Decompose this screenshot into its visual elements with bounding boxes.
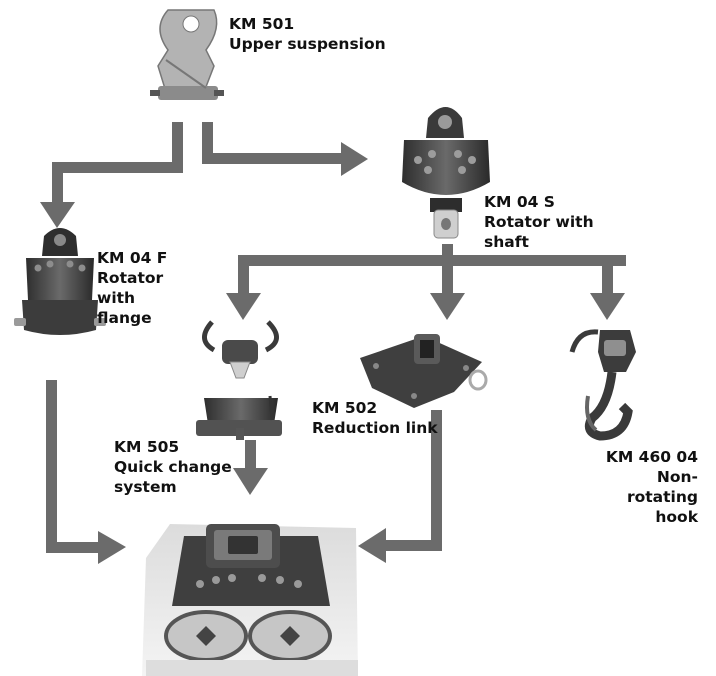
grab-image — [142, 524, 358, 676]
label-hook: KM 460 04 Non- rotating hook — [606, 447, 698, 527]
label-rotator-flange-line-3: flange — [97, 308, 167, 328]
label-hook-line-1: Non- — [606, 467, 698, 487]
label-upper-suspension-line-1: Upper suspension — [229, 34, 386, 54]
label-rotator-flange-code: KM 04 F — [97, 248, 167, 268]
label-rotator-flange-line-1: Rotator — [97, 268, 167, 288]
label-upper-suspension-code: KM 501 — [229, 14, 386, 34]
label-upper-suspension: KM 501 Upper suspension — [229, 14, 386, 54]
arrow-upper-to-flange — [40, 122, 183, 228]
label-quick-change-line-1: Quick change — [114, 457, 232, 477]
arrow-quickchange-down — [233, 440, 268, 495]
label-rotator-shaft-code: KM 04 S — [484, 192, 594, 212]
label-rotator-shaft: KM 04 S Rotator with shaft — [484, 192, 594, 252]
rotator-shaft-image — [402, 107, 490, 238]
quick-change-image — [196, 322, 282, 440]
flow-arrows — [40, 122, 626, 564]
label-hook-code: KM 460 04 — [606, 447, 698, 467]
upper-suspension-image — [150, 10, 224, 100]
label-quick-change-line-2: system — [114, 477, 232, 497]
label-rotator-shaft-line-2: shaft — [484, 232, 594, 252]
hook-image — [572, 330, 636, 436]
arrow-shaft-branches — [226, 244, 626, 320]
label-quick-change: KM 505 Quick change system — [114, 437, 232, 497]
label-reduction-link-code: KM 502 — [312, 398, 438, 418]
rotator-flange-image — [14, 228, 106, 335]
label-rotator-flange: KM 04 F Rotator with flange — [97, 248, 167, 328]
arrow-upper-to-shaft — [202, 122, 368, 176]
label-reduction-link-line-1: Reduction link — [312, 418, 438, 438]
label-reduction-link: KM 502 Reduction link — [312, 398, 438, 438]
label-rotator-shaft-line-1: Rotator with — [484, 212, 594, 232]
reduction-link-image — [360, 334, 486, 408]
label-quick-change-code: KM 505 — [114, 437, 232, 457]
label-hook-line-2: rotating — [606, 487, 698, 507]
label-hook-line-3: hook — [606, 507, 698, 527]
label-rotator-flange-line-2: with — [97, 288, 167, 308]
